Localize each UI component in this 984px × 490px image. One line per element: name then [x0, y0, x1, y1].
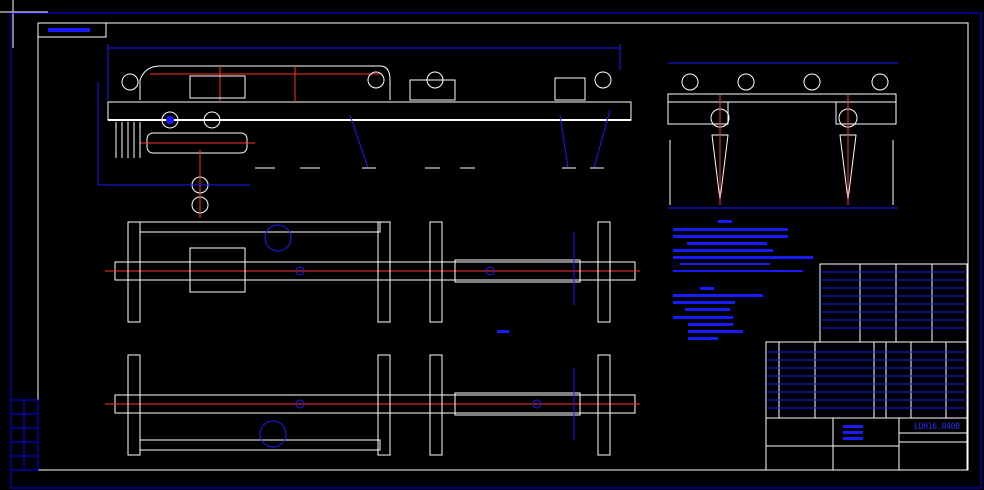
parameter-table — [819, 263, 968, 343]
electric-cable-festoon — [115, 122, 141, 158]
parts-list-table — [765, 341, 968, 419]
plan-view-upper — [105, 221, 640, 323]
leader-lines — [255, 109, 611, 169]
technical-notes — [673, 220, 813, 340]
title-block — [765, 417, 968, 471]
plan-view-lower — [105, 354, 640, 456]
plan-view — [105, 221, 640, 456]
front-elevation-view — [97, 44, 632, 218]
side-elevation-view — [667, 62, 898, 209]
end-carriage-wheels — [121, 71, 612, 91]
drawing-number: LDH16.0400 — [914, 422, 960, 432]
hoist-trolley — [140, 111, 255, 218]
